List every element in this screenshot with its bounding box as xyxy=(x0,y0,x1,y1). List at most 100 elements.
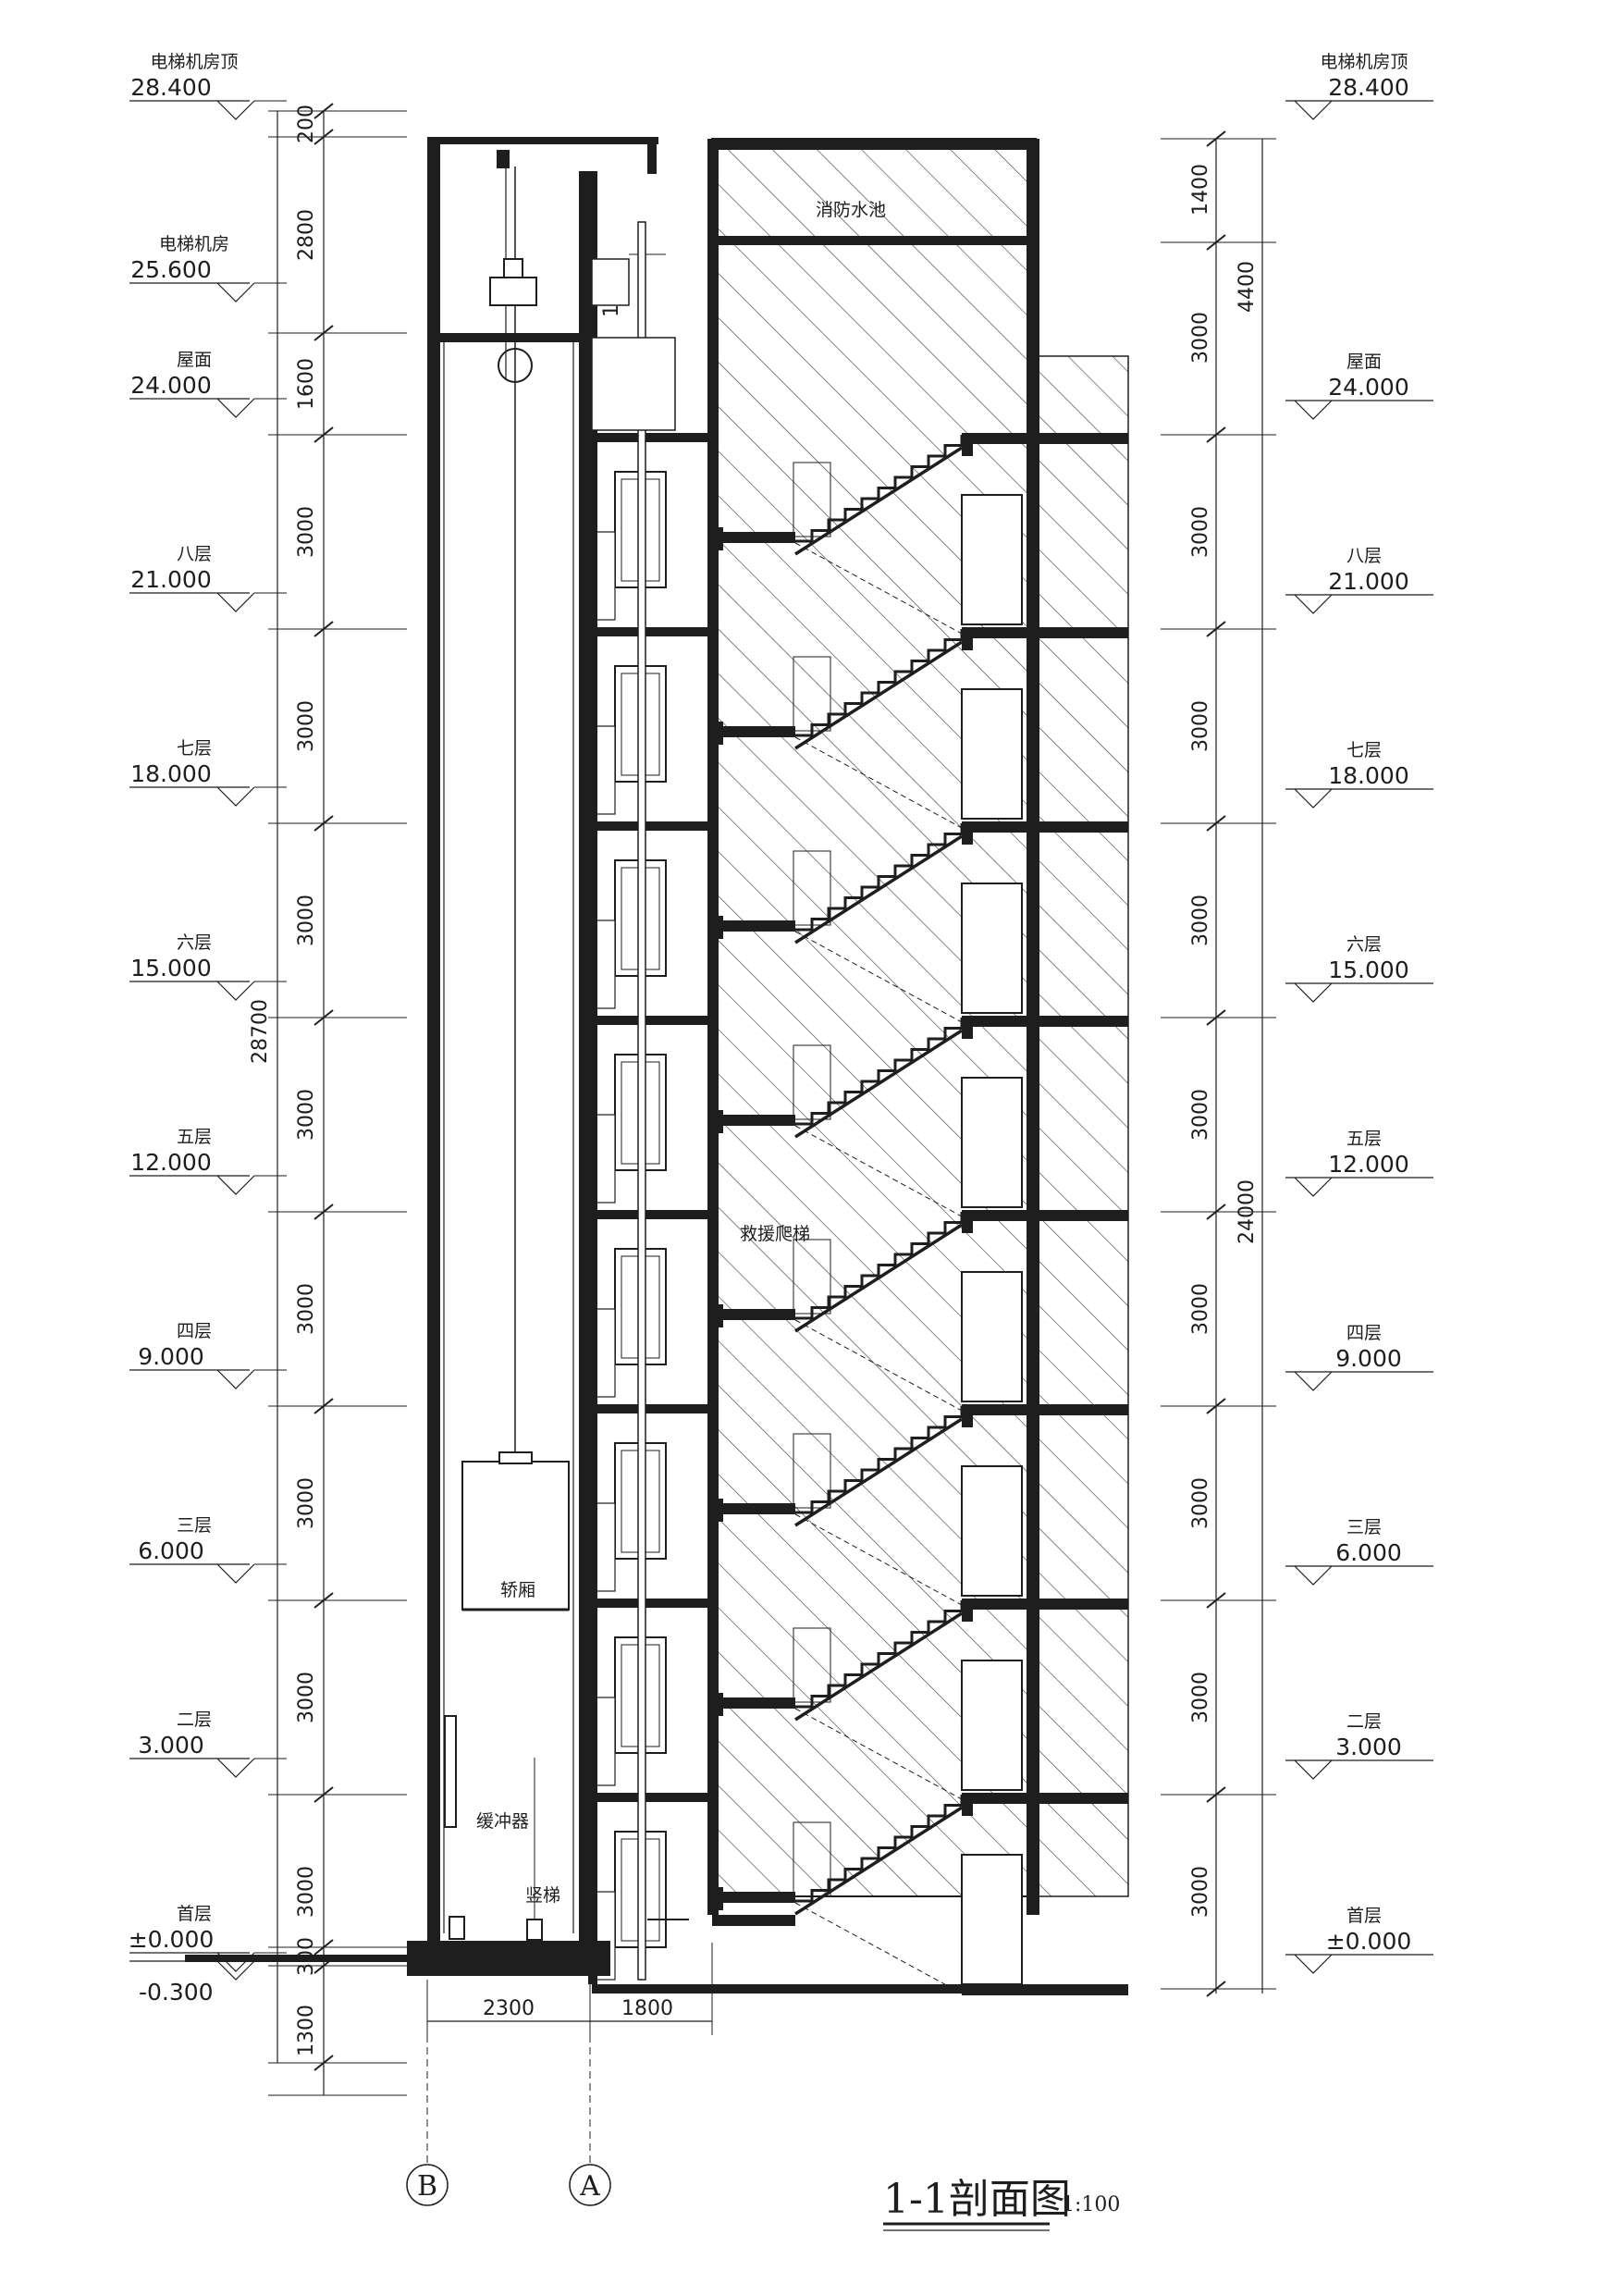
level-name: 六层 xyxy=(1346,934,1382,955)
level-marker-right: 二层3.000 xyxy=(1285,1711,1433,1780)
elevator-shaft xyxy=(407,137,658,1976)
landing-slab xyxy=(962,821,1128,833)
stair-door xyxy=(961,1077,1023,1208)
level-elev: 12.000 xyxy=(1328,1151,1408,1178)
dim-left: 1300 xyxy=(295,2005,318,2056)
level-elev: 18.000 xyxy=(130,760,211,787)
dim-right: 3000 xyxy=(1189,1477,1212,1529)
corridor-wall xyxy=(185,139,1128,1994)
corridor-slab xyxy=(592,433,712,442)
dim-left: 200 xyxy=(295,105,318,143)
level-elev: 15.000 xyxy=(1328,957,1408,983)
dim-right: 3000 xyxy=(1189,1283,1212,1335)
level-marker-right: 四层9.000 xyxy=(1285,1323,1433,1391)
dim-right-total: 24000 xyxy=(1236,1179,1259,1244)
dim-left: 1600 xyxy=(295,358,318,410)
level-name: 四层 xyxy=(177,1321,212,1341)
level-name: 二层 xyxy=(177,1710,212,1730)
level-elev: 21.000 xyxy=(130,566,211,593)
landing-slab xyxy=(962,1793,1128,1804)
doors xyxy=(596,471,1023,1985)
landing-slab xyxy=(962,1404,1128,1415)
dim-right: 3000 xyxy=(1189,1089,1212,1141)
bottom-dimensions: 2300 1800 B A xyxy=(406,1943,713,2206)
stair-door xyxy=(961,1660,1023,1791)
corridor-slab xyxy=(592,1016,712,1025)
level-elev: 25.600 xyxy=(130,256,211,283)
corridor-slab xyxy=(592,1599,712,1608)
level-name: 八层 xyxy=(1346,546,1382,566)
level-marker-left: 三层6.000 xyxy=(129,1515,287,1584)
railing xyxy=(596,725,616,815)
level-elev: 21.000 xyxy=(1328,568,1408,595)
dim-right: 3000 xyxy=(1189,506,1212,558)
dim-right: 3000 xyxy=(1189,1866,1212,1918)
level-marker-right: 首层±0.000 xyxy=(1285,1906,1433,1974)
stair-flights xyxy=(793,435,964,1994)
dim-left: 3000 xyxy=(295,1283,318,1335)
level-marker-left: 二层3.000 xyxy=(129,1710,287,1778)
dim-left: 3000 xyxy=(295,1089,318,1141)
level-elev: 24.000 xyxy=(1328,374,1408,401)
level-elev: 9.000 xyxy=(1335,1345,1402,1372)
ground-elev-label: -0.300 xyxy=(139,1979,214,2006)
level-elev: ±0.000 xyxy=(1326,1928,1412,1955)
corridor-slab xyxy=(592,821,712,831)
level-name: 屋面 xyxy=(1346,352,1382,372)
level-name: 五层 xyxy=(177,1127,212,1147)
dim-bottom-2300: 2300 xyxy=(483,1997,535,2020)
axis-b-label: B xyxy=(417,2170,437,2203)
corridor-slab xyxy=(592,627,712,636)
level-name: 七层 xyxy=(177,738,212,759)
dim-right-roof-total: 4400 xyxy=(1236,261,1259,313)
railing xyxy=(596,1308,616,1398)
landing-slab xyxy=(962,1210,1128,1221)
level-elev: 3.000 xyxy=(138,1732,204,1759)
railing xyxy=(596,1697,616,1786)
level-elev: 3.000 xyxy=(1335,1734,1402,1760)
mid-landing xyxy=(712,1697,795,1709)
level-elev: 12.000 xyxy=(130,1149,211,1176)
landing-slab xyxy=(962,1599,1128,1610)
scale-text: 1:100 xyxy=(1062,2193,1120,2216)
level-name: 电梯机房 xyxy=(159,234,229,254)
level-name: 三层 xyxy=(1346,1517,1382,1537)
mid-landing xyxy=(712,1309,795,1320)
level-name: 屋面 xyxy=(177,350,212,370)
pit-ladder-label: 竖梯 xyxy=(525,1885,560,1906)
mid-landing xyxy=(712,1503,795,1514)
landing-slab xyxy=(962,433,1128,444)
level-name: 五层 xyxy=(1346,1129,1382,1149)
landing-slab xyxy=(962,627,1128,638)
level-name: 七层 xyxy=(1346,740,1382,760)
level-elev: 28.400 xyxy=(130,74,211,101)
dim-left: 3000 xyxy=(295,1672,318,1723)
railing xyxy=(596,1114,616,1204)
dim-right: 3000 xyxy=(1189,1672,1212,1723)
level-name: 六层 xyxy=(177,932,212,953)
buffer-label: 缓冲器 xyxy=(476,1811,529,1832)
level-name: 二层 xyxy=(1346,1711,1382,1732)
dimension-chain-right: 1400300030003000300030003000300030003000… xyxy=(1161,130,1276,1997)
level-elev: 15.000 xyxy=(130,955,211,981)
level-elev: 6.000 xyxy=(1335,1539,1402,1566)
mid-landing xyxy=(712,1115,795,1126)
dim-left: 3000 xyxy=(295,1866,318,1918)
dim-right: 1400 xyxy=(1189,164,1212,216)
level-elev: 18.000 xyxy=(1328,762,1408,789)
mid-landing xyxy=(712,532,795,543)
railing xyxy=(596,1502,616,1592)
dim-left: 3000 xyxy=(295,506,318,558)
level-elev: ±0.000 xyxy=(129,1926,215,1953)
